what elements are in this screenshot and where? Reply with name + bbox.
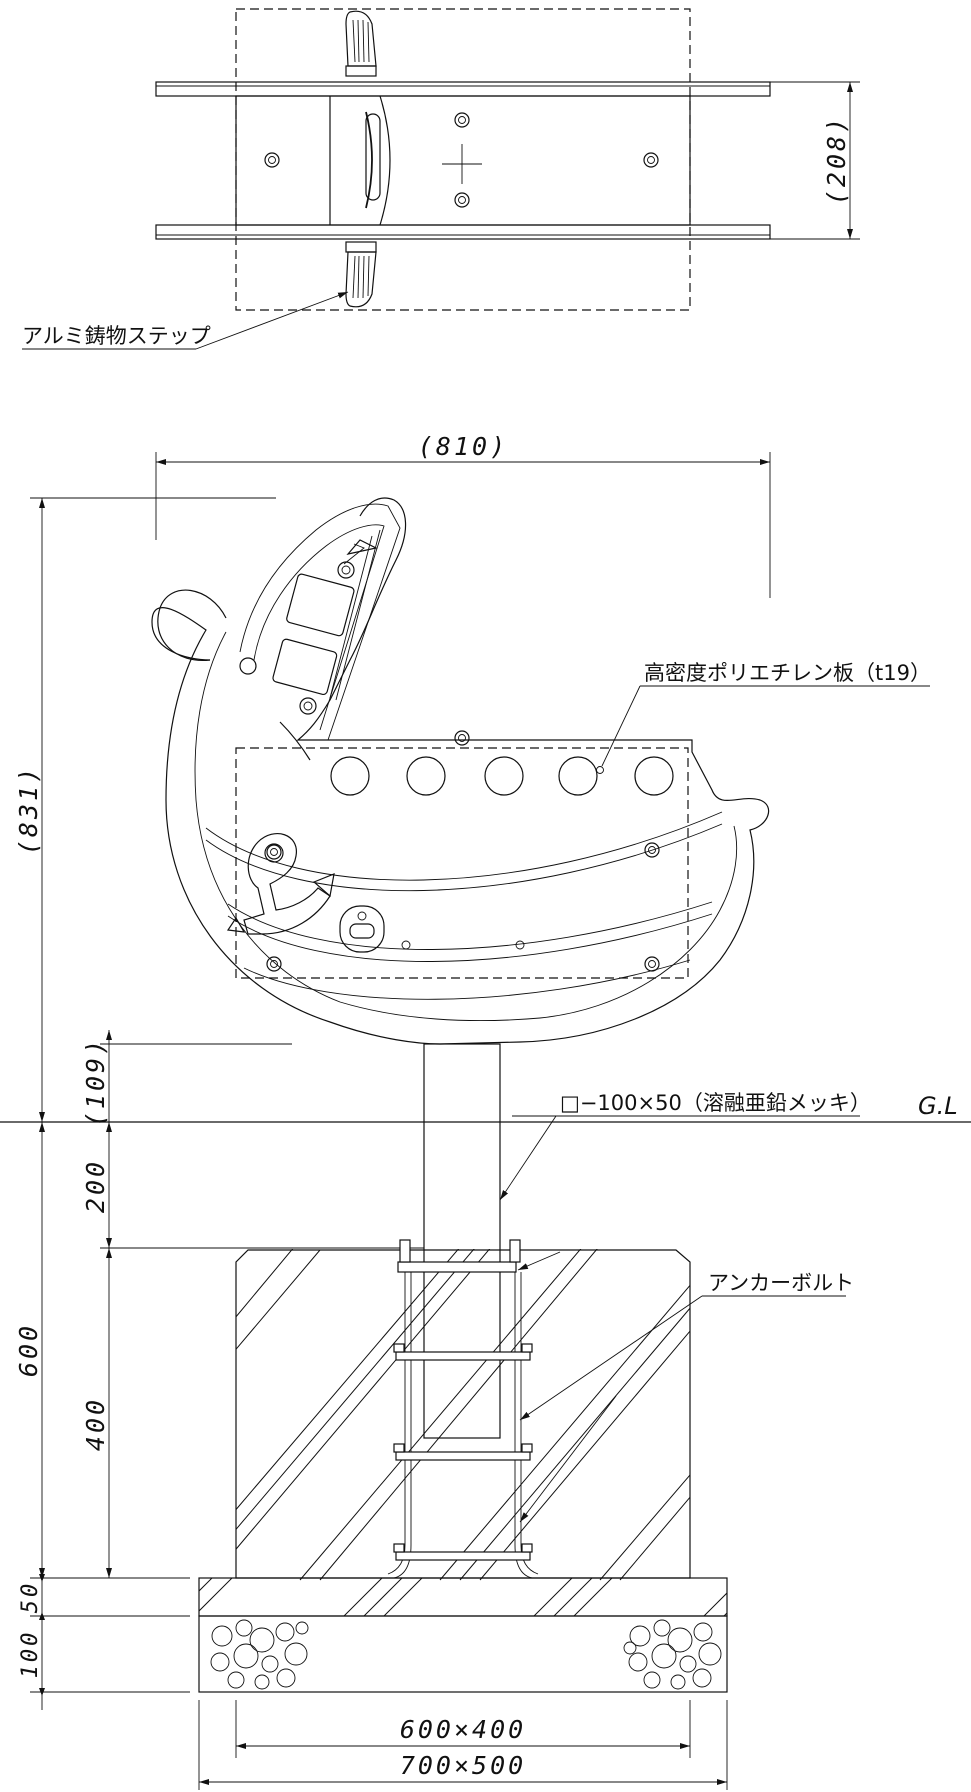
plan-board [235, 95, 691, 226]
plan-rail-bottom [155, 224, 771, 240]
post-label: □−100×50（溶融亜鉛メッキ） [560, 1091, 871, 1115]
seat-plate-outline [235, 747, 689, 979]
anchor-motif [226, 833, 335, 935]
plan-view: アルミ鋳物ステップ (208) [22, 8, 860, 350]
dim-clearance: (109) [81, 1037, 110, 1127]
dim-height-total: (831) [14, 765, 43, 855]
dim-layer-50: 50 [18, 1581, 43, 1614]
dim-width-total: (810) [418, 432, 508, 461]
anchor-bolts [387, 1239, 539, 1579]
boat-outline [151, 497, 770, 1045]
dim-layer-100: 100 [18, 1630, 43, 1679]
concrete-footing [235, 1249, 691, 1581]
gl-label: G.L [918, 1092, 958, 1120]
dim-embed-200: 200 [81, 1159, 110, 1213]
handle [339, 905, 385, 953]
portholes [330, 756, 674, 796]
post [423, 1043, 501, 1439]
plan-bolt-holes [264, 112, 659, 208]
anchor-bolt-label: アンカーボルト [708, 1271, 854, 1295]
elevation-bolt-holes [266, 730, 660, 972]
dim-footing-600: 600 [14, 1323, 43, 1377]
plan-seat [329, 95, 391, 226]
dim-width-top: (208) [822, 115, 851, 205]
sail [239, 503, 401, 761]
plan-handle-slot [365, 113, 381, 201]
elevation-view: (810) (831) [0, 432, 971, 1790]
gravel-right [623, 1619, 722, 1690]
dim-footing-size: 600×400 [400, 1715, 526, 1744]
boat-inner-outline [194, 631, 738, 1022]
gravel-left [210, 1619, 309, 1690]
base-layers [198, 1577, 728, 1693]
dim-footing-400: 400 [81, 1397, 110, 1451]
plan-step-top-icon [345, 10, 377, 77]
dim-base-size: 700×500 [400, 1751, 526, 1780]
plan-footprint-outline [235, 8, 691, 311]
plate-label: 高密度ポリエチレン板（t19） [644, 661, 931, 685]
plan-step-bottom-icon [345, 241, 377, 308]
step-label: アルミ鋳物ステップ [22, 324, 211, 348]
plan-rail-top [155, 81, 771, 97]
